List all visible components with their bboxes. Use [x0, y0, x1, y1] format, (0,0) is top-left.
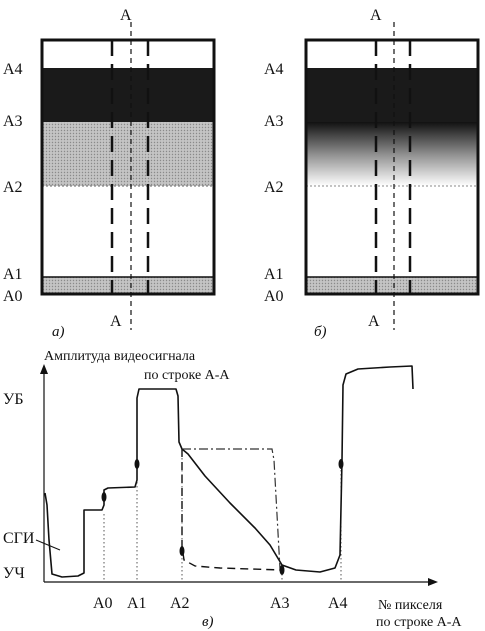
panel-b-section-top: A [370, 7, 382, 24]
panel-a-section-bottom: A [110, 313, 122, 330]
panel-a-level-a2: A2 [3, 179, 23, 196]
graph-y-axis-arrow [40, 364, 48, 374]
graph-x-tick-a4: A4 [328, 595, 348, 612]
graph-signal-dashdot [182, 448, 281, 570]
graph-marker-a1 [134, 459, 140, 469]
graph-marker-a2 [179, 546, 185, 556]
panel-a: A A A4 A3 A2 A1 A0 а) [3, 7, 216, 340]
graph-y-tick-sgi: СГИ [3, 530, 35, 547]
graph-marker-a3 [279, 565, 285, 575]
graph-x-axis-arrow [428, 578, 438, 586]
graph-caption: в) [202, 614, 214, 630]
panel-b-caption: б) [314, 324, 327, 340]
graph-y-title-line1: Амплитуда видеосигнала [44, 349, 196, 364]
graph-y-tick-ub: УБ [3, 391, 24, 408]
graph-x-title-line1: № пикселя [378, 598, 443, 613]
panel-b-gradient-band [306, 122, 478, 186]
graph-x-tick-a1: A1 [127, 595, 147, 612]
panel-b-level-a1: A1 [264, 266, 284, 283]
panel-a-bottom-band [42, 277, 214, 294]
graph-marker-a4 [338, 459, 344, 469]
panel-a-section-top: A [120, 7, 132, 24]
graph-x-title-line2: по строке А-А [376, 615, 462, 630]
graph-x-tick-a3: A3 [270, 595, 290, 612]
panel-b: A A A4 A3 A2 A1 A0 б) [264, 7, 480, 340]
panel-a-level-a0: A0 [3, 288, 23, 305]
panel-b-level-a4: A4 [264, 61, 284, 78]
graph-x-tick-a2: A2 [170, 595, 190, 612]
graph-y-tick-uch: УЧ [3, 565, 25, 582]
panel-b-dark-band [306, 68, 478, 122]
panel-a-level-a1: A1 [3, 266, 23, 283]
panel-b-level-a3: A3 [264, 113, 284, 130]
panel-b-frame [304, 38, 480, 296]
graph-sgi-pointer [35, 539, 61, 551]
panel-b-level-a0: A0 [264, 288, 284, 305]
panel-b-bottom-band [306, 277, 478, 294]
panel-a-level-a4: A4 [3, 61, 23, 78]
panel-a-caption: а) [52, 324, 65, 340]
graph-x-tick-a0: A0 [93, 595, 113, 612]
panel-a-gray-band [42, 122, 214, 186]
graph-signal-solid [44, 365, 414, 578]
graph-signal-dashed [181, 449, 283, 571]
panel-a-dark-band [42, 68, 214, 122]
panel-a-level-a3: A3 [3, 113, 23, 130]
graph-marker-a0 [101, 492, 107, 502]
panel-b-section-bottom: A [368, 313, 380, 330]
graph-y-title-line2: по строке А-А [144, 368, 230, 383]
panel-b-level-a2: A2 [264, 179, 284, 196]
panel-a-frame [40, 38, 216, 296]
signal-graph: Амплитуда видеосигнала по строке А-А УБ … [3, 349, 462, 630]
